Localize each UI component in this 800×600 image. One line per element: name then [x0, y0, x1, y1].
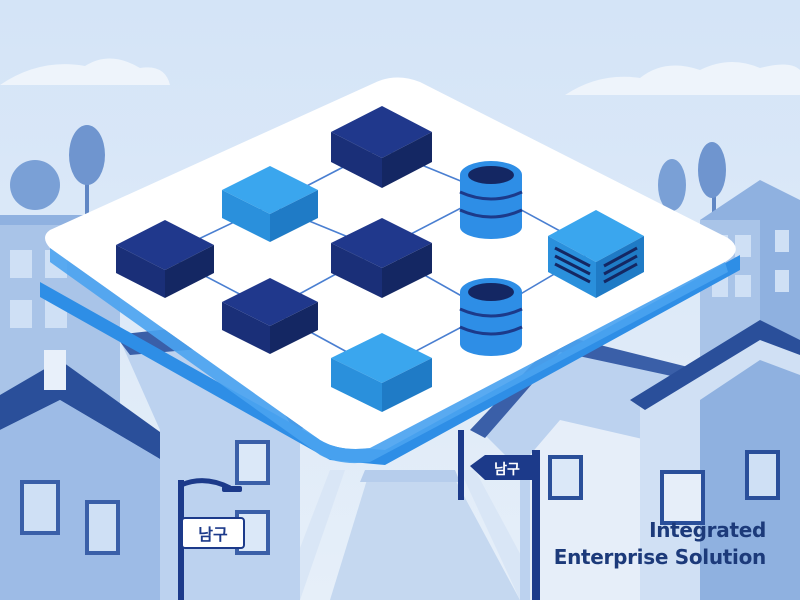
database-icon [459, 161, 523, 239]
house-right [630, 320, 800, 600]
server-cube-icon [331, 106, 432, 188]
street-sign-left-text: 남구 [198, 525, 228, 544]
server-cube-icon [222, 278, 318, 354]
street-sign-right: 남구 [458, 430, 540, 600]
street [280, 470, 545, 600]
server-cube-icon [222, 166, 318, 242]
server-cube-icon [331, 333, 432, 412]
house-left [0, 350, 185, 600]
trees [10, 125, 726, 220]
tagline-line-1: Integrated [649, 518, 766, 542]
street-sign-right-text: 남구 [494, 461, 520, 478]
clouds [0, 58, 800, 95]
server-cube-icon [116, 220, 214, 298]
tagline: Integrated Enterprise Solution [553, 517, 767, 571]
tagline-line-2: Enterprise Solution [553, 545, 767, 569]
server-rack-icon [548, 210, 644, 298]
street-sign-left: 남구 [181, 517, 245, 549]
server-cube-icon [331, 218, 432, 298]
database-icon [459, 278, 523, 356]
